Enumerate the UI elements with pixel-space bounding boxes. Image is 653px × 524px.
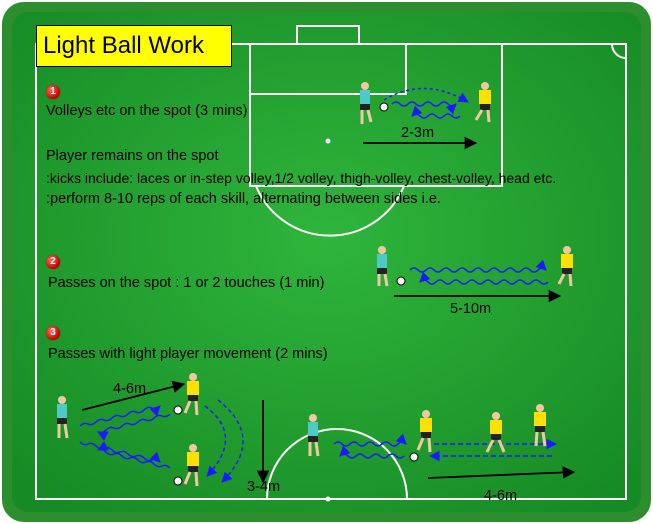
pass-wave-1a (391, 101, 457, 115)
player-teal (360, 82, 373, 124)
player-teal (57, 396, 69, 439)
section-2-distance: 5-10m (450, 301, 492, 317)
drill-3-left-graphics (57, 373, 270, 487)
player-yellow (416, 410, 432, 453)
player-yellow (474, 82, 491, 123)
section-2-heading: Passes on the spot : 1 or 2 touches (1 m… (48, 275, 325, 291)
section-3-distance-c: 4-6m (484, 488, 518, 504)
distance-arrow-3a (81, 380, 186, 411)
player-yellow (534, 404, 547, 447)
player-teal (377, 246, 389, 287)
section-2-badge: 2 (46, 255, 60, 269)
section-3-badge: 3 (46, 326, 60, 340)
run-path-a (204, 405, 227, 477)
penalty-spot (325, 138, 331, 144)
pass-wave-3f (339, 445, 405, 459)
section-3-heading: Passes with light player movement (2 min… (48, 346, 328, 362)
pass-wave-3d (97, 441, 171, 469)
section-3-distance-b: 3-4m (247, 479, 281, 495)
pass-wave-3c (79, 441, 161, 463)
ball (409, 452, 419, 462)
ball (173, 405, 183, 415)
pass-wave-2a (409, 259, 547, 273)
player-yellow (485, 412, 506, 453)
player-yellow (183, 373, 199, 416)
section-3-distance-a: 4-6m (113, 381, 147, 397)
section-1-line-2: :kicks include: laces or in-step volley,… (46, 170, 557, 186)
drill-2-graphics (377, 246, 573, 303)
pitch-grass (12, 12, 641, 512)
ball (379, 102, 389, 112)
drill-3-right-graphics (308, 404, 576, 479)
player-yellow (557, 246, 573, 287)
run-path-b (217, 399, 244, 483)
pass-wave-1b (411, 105, 461, 119)
page-title: Light Ball Work (36, 25, 232, 67)
drill-1-graphics (360, 82, 491, 150)
section-1-badge: 1 (46, 85, 60, 99)
player-yellow (183, 444, 199, 487)
center-spot (325, 496, 331, 502)
ball (396, 276, 406, 286)
pass-wave-3a (79, 405, 161, 427)
section-1-distance: 2-3m (401, 125, 435, 141)
section-1-line-3: :perform 8-10 reps of each skill, altern… (46, 191, 441, 207)
pass-wave-3b (97, 413, 171, 441)
pass-wave-2b (419, 271, 549, 285)
distance-arrow-3c (427, 466, 576, 479)
player-teal (308, 414, 320, 457)
section-1-line-1: Player remains on the spot (46, 148, 219, 164)
field-markings (35, 25, 627, 500)
section-1-heading: Volleys etc on the spot (3 mins) (46, 103, 248, 119)
ball (173, 476, 183, 486)
